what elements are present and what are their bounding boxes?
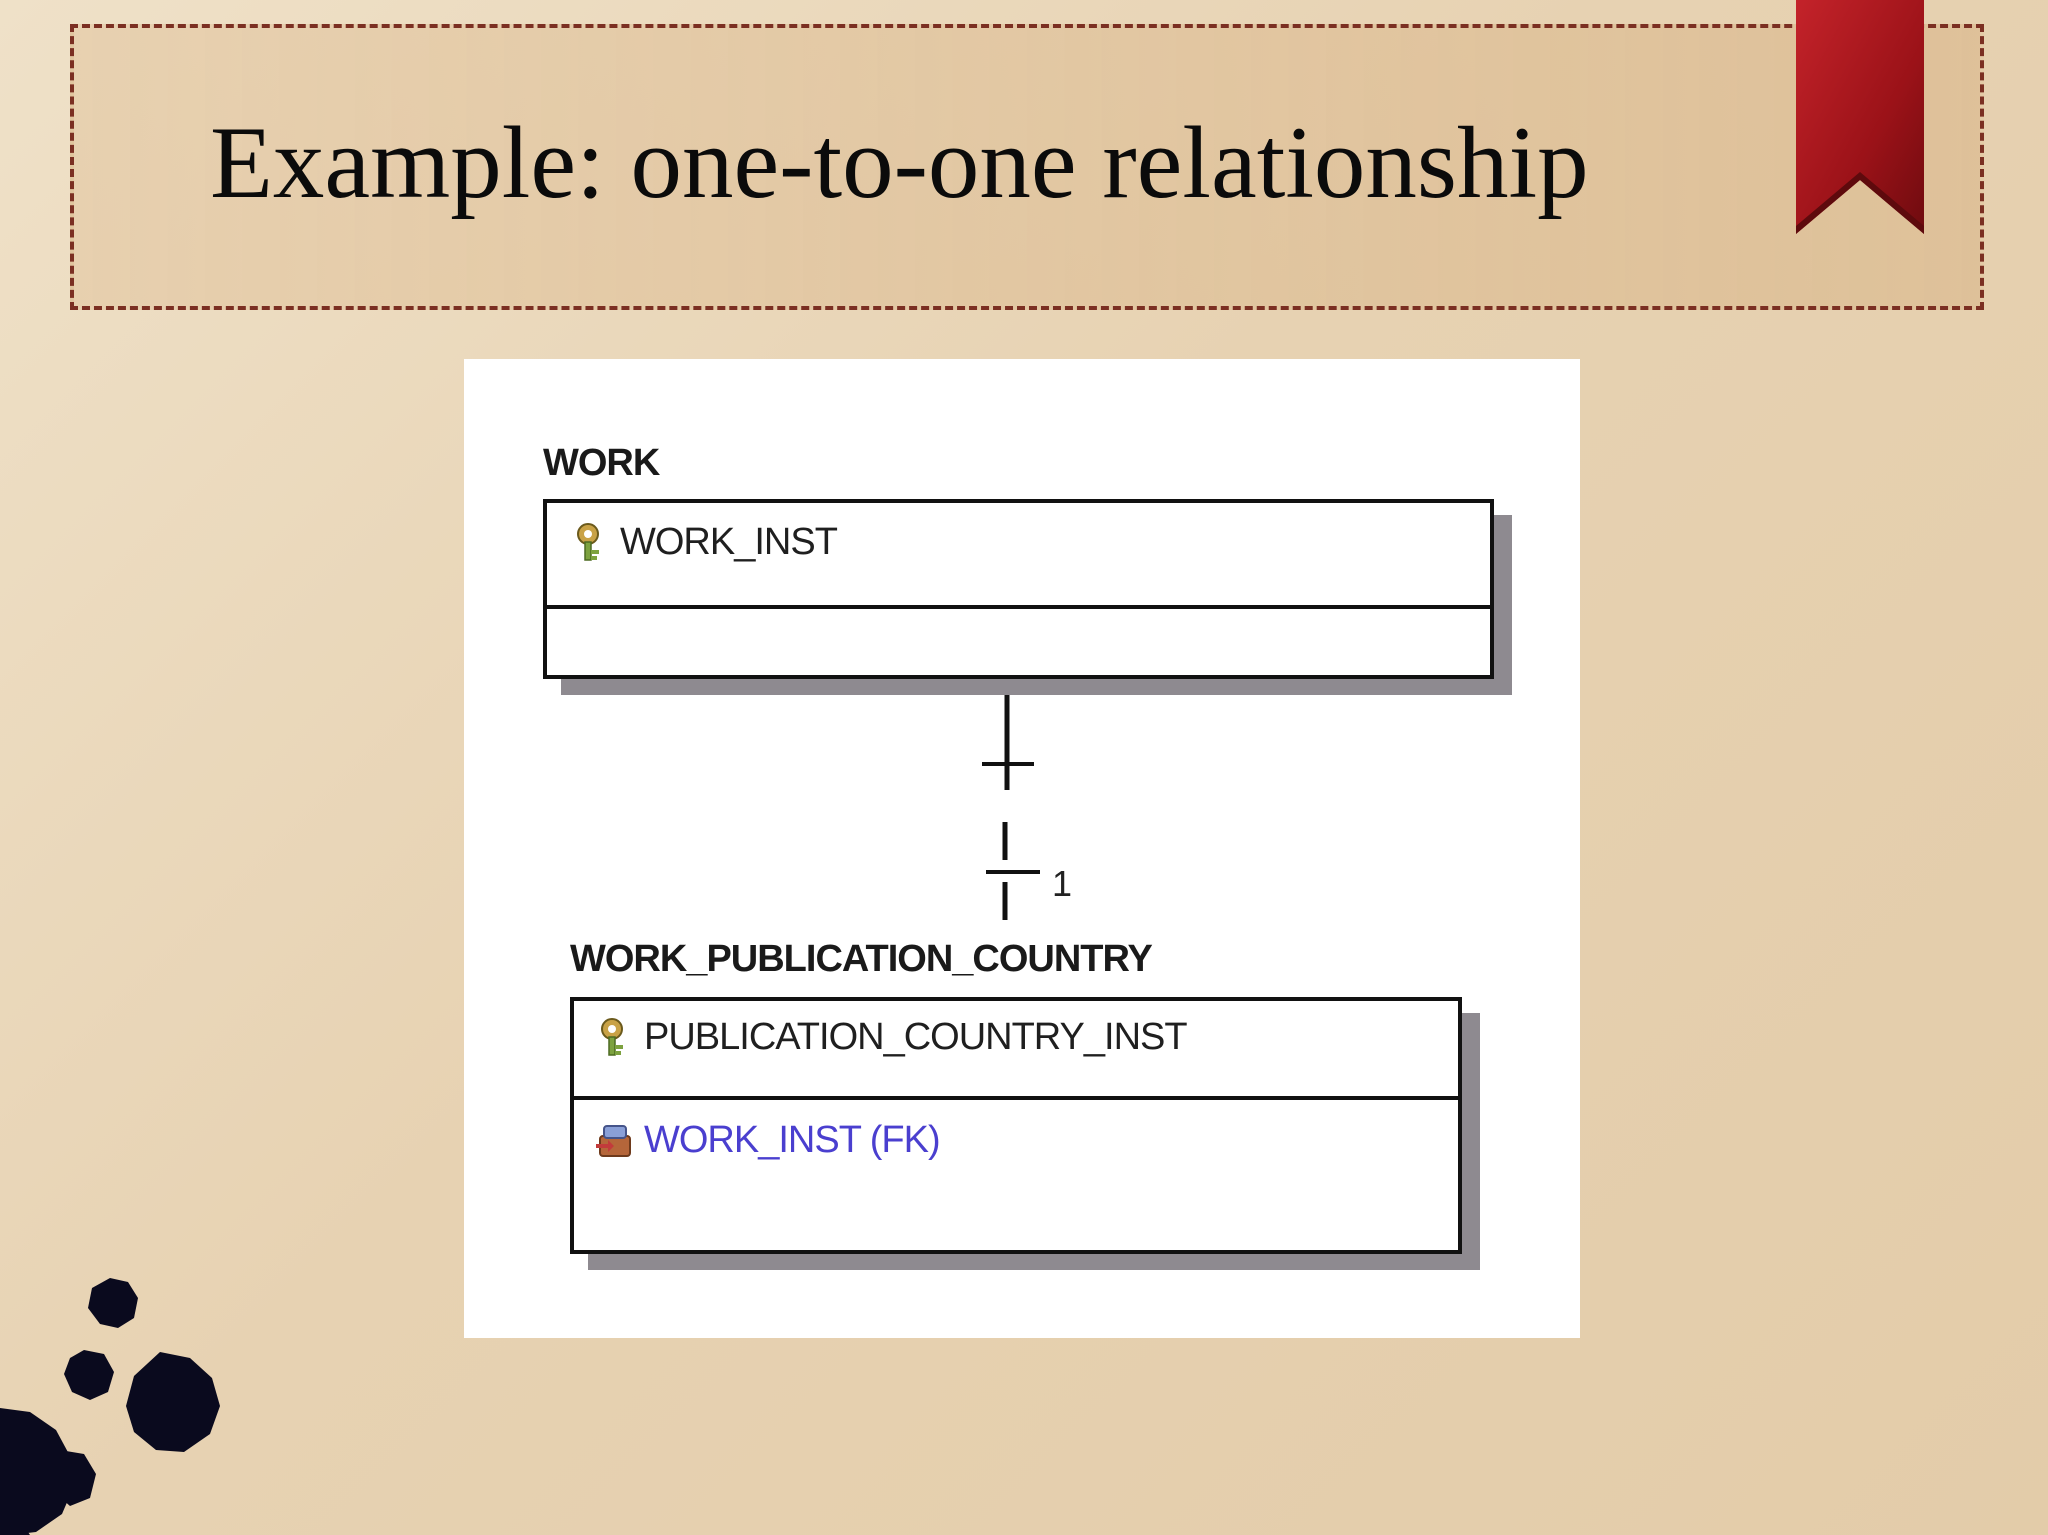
- title-frame: [70, 24, 1984, 310]
- pk-attribute-label: WORK_INST: [620, 520, 838, 563]
- key-icon: [601, 1018, 623, 1056]
- slide-title: Example: one-to-one relationship: [210, 106, 1589, 220]
- key-icon: [577, 523, 599, 561]
- entity-work-key-section: [547, 503, 1490, 609]
- entity-name-work: WORK: [543, 442, 660, 484]
- fk-attribute-work-inst[interactable]: WORK_INST (FK): [594, 1118, 941, 1162]
- pk-attribute-label: PUBLICATION_COUNTRY_INST: [644, 1015, 1188, 1058]
- entity-name-work-publication-country: WORK_PUBLICATION_COUNTRY: [570, 938, 1153, 980]
- entity-wpc-key-section: [574, 1001, 1458, 1100]
- pk-attribute-work-inst[interactable]: WORK_INST: [570, 520, 838, 564]
- foreign-key-icon: [596, 1125, 631, 1157]
- fk-attribute-label: WORK_INST (FK): [644, 1118, 941, 1161]
- pk-attribute-publication-country-inst[interactable]: PUBLICATION_COUNTRY_INST: [594, 1015, 1188, 1059]
- cardinality-label: 1: [1052, 863, 1073, 904]
- bookmark-ribbon: [1796, 0, 1924, 234]
- ink-blot-decoration: [0, 1278, 220, 1535]
- entity-work-publication-country[interactable]: [570, 997, 1462, 1254]
- entity-work[interactable]: [543, 499, 1494, 679]
